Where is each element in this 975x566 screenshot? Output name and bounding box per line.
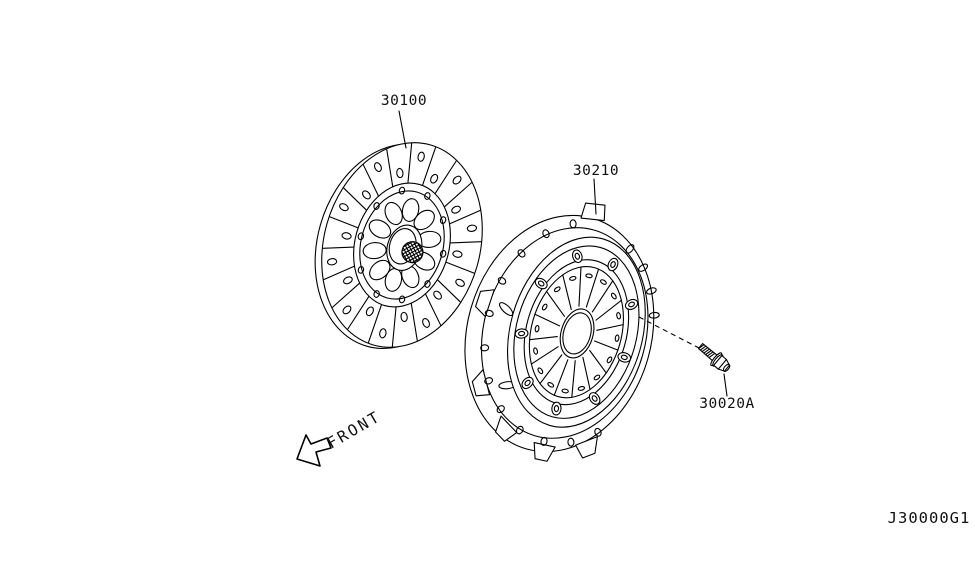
part-label-clutch-disc[interactable]: 30100 — [381, 93, 427, 109]
bolt-drawing — [697, 343, 731, 372]
diagram-code: J30000G1 — [888, 509, 971, 527]
clutch-disc-drawing — [314, 142, 483, 350]
front-direction-label: FRONT — [324, 407, 384, 452]
bolt-dashed-leader-line — [638, 316, 700, 349]
clutch-cover-drawing — [464, 202, 660, 462]
front-arrow-icon — [296, 434, 332, 467]
leader-line-clutch-disc — [398, 110, 407, 149]
leader-line-clutch-cover — [593, 178, 597, 215]
part-label-bolt[interactable]: 30020A — [699, 396, 754, 412]
part-label-clutch-cover[interactable]: 30210 — [573, 163, 619, 179]
leader-line-bolt — [723, 373, 728, 397]
front-indicator: FRONT — [296, 407, 384, 467]
